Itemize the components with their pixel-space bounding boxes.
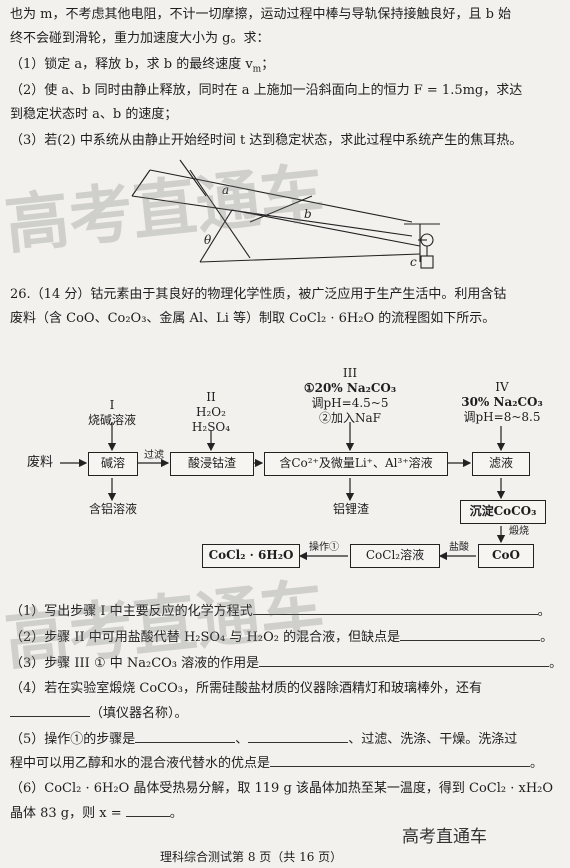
chem-q6b-text: 晶体 83 g，则 x = — [10, 806, 122, 821]
step1-reagent: 烧碱溶液 — [87, 413, 136, 427]
step4-number: IV — [495, 380, 509, 394]
step3-reagent-3: ②加入NaF — [319, 411, 381, 425]
chem-q1-period: 。 — [537, 604, 551, 619]
physics-q1-text: （1）锁定 a，释放 b，求 b 的最终速度 v — [10, 57, 253, 72]
step2-reagent-2: H₂SO₄ — [191, 420, 231, 434]
answer-blank-2[interactable] — [400, 628, 541, 641]
physics-q1-end: ； — [261, 57, 275, 72]
chem-q5b-text: 程中可以用乙醇和水的混合液代替水的优点是 — [10, 756, 271, 771]
chem-q2-period: 。 — [540, 630, 554, 645]
answer-blank-5c[interactable] — [270, 754, 531, 767]
step2-number: II — [206, 390, 216, 404]
chem-q6b-period: 。 — [169, 806, 183, 821]
feed-waste: 废料 — [26, 455, 53, 470]
output-aluminum-solution: 含铝溶液 — [88, 502, 137, 516]
label-filter: 过滤 — [144, 450, 164, 461]
figure-label-a: a — [222, 183, 229, 197]
answer-blank-1[interactable] — [252, 602, 538, 615]
step1-number: I — [109, 398, 115, 412]
box-filtrate: 滤液 — [472, 452, 530, 476]
chem-question-26b: 废料（含 CoO、Co₂O₃、金属 Al、Li 等）制取 CoCl₂ · 6H₂… — [10, 311, 496, 326]
chem-question-26a: 26.（14 分）钴元素由于其良好的物理化学性质，被广泛应用于生产生活中。利用含… — [10, 287, 507, 302]
chem-sub-question-3: （3）步骤 III ① 中 Na₂CO₃ 溶液的作用是 。 — [10, 654, 562, 673]
physics-question-2b: 到稳定状态时 a、b 的速度； — [10, 107, 178, 122]
chem-sub-question-6a: （6）CoCl₂ · 6H₂O 晶体受热易分解，取 119 g 该晶体加热至某一… — [10, 781, 554, 796]
answer-blank-5b[interactable] — [248, 730, 349, 743]
chem-sub-question-2: （2）步骤 II 中可用盐酸代替 H₂SO₄ 与 H₂O₂ 的混合液，但缺点是 。 — [10, 628, 562, 647]
chem-sub-question-5b: 程中可以用乙醇和水的混合液代替水的优点是 。 — [10, 754, 562, 773]
figure-label-b: b — [304, 207, 312, 221]
step4-reagent-1: 30% Na₂CO₃ — [461, 395, 543, 409]
step2-reagent-1: H₂O₂ — [196, 405, 226, 419]
chem-q5-separator: 、 — [235, 732, 249, 747]
figure-label-theta: θ — [204, 233, 212, 247]
chem-q5-text: （5）操作①的步骤是 — [10, 732, 136, 747]
step3-reagent-1: ①20% Na₂CO₃ — [303, 381, 397, 395]
step4-reagent-2: 调pH=8~8.5 — [463, 410, 541, 424]
chem-sub-question-6b: 晶体 83 g，则 x = 。 — [10, 804, 562, 823]
physics-question-2: （2）使 a、b 同时由静止释放，同时在 a 上施加一沿斜面向上的恒力 F = … — [10, 83, 523, 98]
box-alkali-dissolve: 碱溶 — [88, 452, 138, 476]
chem-sub-question-1: （1）写出步骤 I 中主要反应的化学方程式 。 — [10, 602, 562, 621]
answer-blank-5a[interactable] — [135, 730, 236, 743]
physics-question-3: （3）若(2) 中系统从由静止开始经时间 t 达到稳定状态，求此过程中系统产生的… — [10, 133, 523, 148]
physics-text-1: 也为 m，不考虑其他电阻，不计一切摩擦，运动过程中棒与导轨保持接触良好，且 b … — [10, 7, 512, 22]
chem-q5-end: 、过滤、洗涤、干燥。洗涤过 — [348, 732, 518, 747]
box-cobalt-oxide: CoO — [478, 544, 534, 568]
page-footer: 理科综合测试第 8 页（共 16 页） — [160, 850, 343, 864]
label-calcine: 煅烧 — [509, 526, 529, 537]
answer-blank-3[interactable] — [259, 654, 550, 667]
step3-number: III — [342, 366, 358, 380]
box-cobalt-chloride-solution: CoCl₂溶液 — [350, 544, 440, 568]
chem-q4-end: （填仪器名称）。 — [90, 706, 188, 721]
chem-q3-text: （3）步骤 III ① 中 Na₂CO₃ 溶液的作用是 — [10, 656, 260, 671]
output-lithium-aluminum-residue: 铝锂渣 — [332, 502, 369, 516]
chem-q5b-period: 。 — [530, 756, 544, 771]
step3-reagent-2: 调pH=4.5~5 — [311, 396, 389, 410]
brand-text: 高考直通车 — [402, 827, 487, 847]
answer-blank-4[interactable] — [10, 704, 90, 717]
physics-question-1: （1）锁定 a，释放 b，求 b 的最终速度 vm； — [10, 56, 562, 79]
answer-blank-6[interactable] — [125, 804, 170, 817]
chem-sub-question-5a: （5）操作①的步骤是 、 、过滤、洗涤、干燥。洗涤过 — [10, 730, 562, 749]
label-hydrochloric-acid: 盐酸 — [449, 542, 469, 553]
figure-label-c: c — [410, 255, 417, 269]
chem-sub-question-4a: （4）若在实验室煅烧 CoCO₃，所需硅酸盐材质的仪器除酒精灯和玻璃棒外，还有 — [10, 681, 482, 696]
chem-q1-text: （1）写出步骤 I 中主要反应的化学方程式 — [10, 604, 253, 619]
chem-q3-period: 。 — [549, 656, 563, 671]
chem-q2-text: （2）步骤 II 中可用盐酸代替 H₂SO₄ 与 H₂O₂ 的混合液，但缺点是 — [10, 630, 401, 645]
physics-q1-subscript: m — [252, 64, 262, 75]
physics-text-2: 终不会碰到滑轮，重力加速度大小为 g。求： — [10, 31, 270, 46]
box-final-product: CoCl₂ · 6H₂O — [202, 544, 300, 568]
box-cobalt-solution: 含Co²⁺及微量Li⁺、Al³⁺溶液 — [264, 452, 448, 476]
box-cobalt-carbonate: 沉淀CoCO₃ — [460, 500, 546, 524]
chem-sub-question-4b: （填仪器名称）。 — [10, 704, 562, 723]
label-operation-1: 操作① — [309, 542, 339, 553]
box-acid-leach: 酸浸钴渣 — [170, 452, 254, 476]
